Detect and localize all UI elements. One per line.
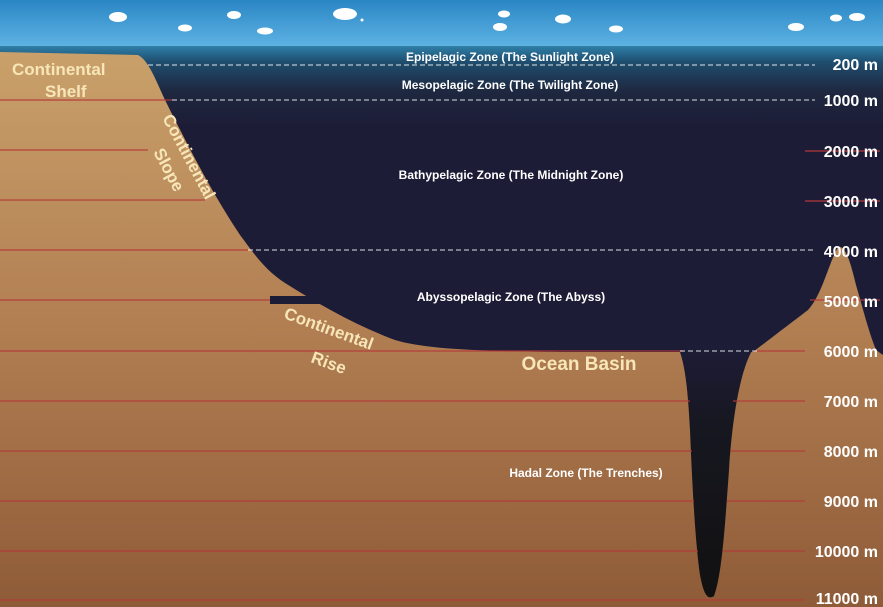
depth-label-10000: 10000 m	[815, 544, 878, 561]
continental-shelf-label-line2: Shelf	[45, 82, 87, 101]
epipelagic-label: Epipelagic Zone (The Sunlight Zone)	[406, 50, 614, 64]
depth-label-1000: 1000 m	[824, 93, 878, 110]
clouds	[109, 8, 865, 35]
depth-ticks	[805, 150, 880, 202]
depth-label-4000: 4000 m	[824, 244, 878, 261]
depth-label-200: 200 m	[833, 57, 878, 74]
hadal-label: Hadal Zone (The Trenches)	[509, 466, 662, 480]
depth-label-6000: 6000 m	[824, 344, 878, 361]
ocean-basin-label: Ocean Basin	[521, 354, 636, 375]
sky	[0, 0, 883, 48]
abyssopelagic-label: Abyssopelagic Zone (The Abyss)	[417, 290, 605, 304]
water-mask	[270, 296, 810, 304]
depth-label-5000: 5000 m	[824, 294, 878, 311]
depth-scale: 200 m 1000 m 2000 m 3000 m 4000 m 5000 m…	[815, 57, 878, 607]
mesopelagic-label: Mesopelagic Zone (The Twilight Zone)	[402, 78, 618, 92]
continental-shelf-label-line1: Continental	[12, 60, 106, 79]
depth-label-9000: 9000 m	[824, 494, 878, 511]
bathypelagic-label: Bathypelagic Zone (The Midnight Zone)	[399, 168, 624, 182]
depth-label-11000: 11000 m	[816, 591, 878, 607]
depth-label-7000: 7000 m	[824, 394, 878, 411]
hadal-trench	[680, 349, 753, 598]
depth-label-8000: 8000 m	[824, 444, 878, 461]
zone-boundaries	[148, 64, 815, 352]
depth-label-3000: 3000 m	[824, 194, 878, 211]
depth-label-2000: 2000 m	[824, 144, 878, 161]
depth-lines	[0, 99, 880, 601]
seafloor-land	[0, 52, 883, 607]
